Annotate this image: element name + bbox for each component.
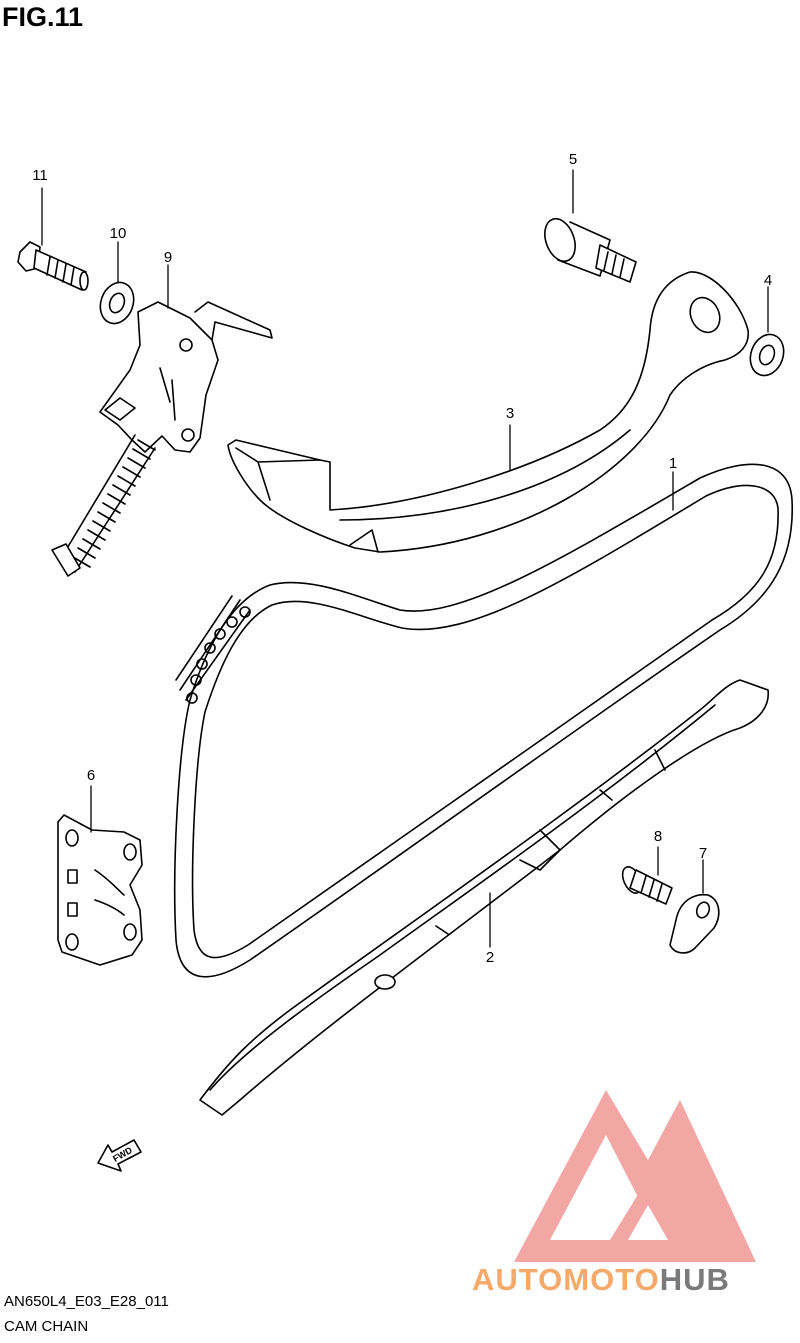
washer-part-10 [99, 281, 135, 325]
tensioner-adjuster-part-9 [51, 301, 273, 577]
washer-part-4 [749, 333, 785, 377]
callout-2: 2 [486, 949, 494, 966]
callout-10: 10 [110, 225, 127, 242]
guide-plate-part-6 [57, 814, 143, 966]
callout-3: 3 [506, 405, 514, 422]
diagram-caption: CAM CHAIN [4, 1318, 89, 1335]
tensioner-spring [59, 434, 156, 573]
lock-plate-part-7 [669, 893, 720, 954]
chain-guide-part-2 [199, 679, 769, 1116]
flange-bolt-part-11 [17, 241, 89, 291]
watermark-logo [514, 1090, 756, 1262]
watermark-text-part-a: AUTOMOTO [472, 1262, 660, 1297]
callout-9: 9 [164, 249, 172, 266]
watermark-text: AUTOMOTOHUB [472, 1262, 730, 1298]
model-code: AN650L4_E03_E28_011 [4, 1293, 169, 1310]
callout-numbers: 1 2 3 4 5 6 7 8 9 10 11 [32, 151, 772, 966]
callout-4: 4 [764, 272, 772, 289]
screw-part-8 [621, 866, 673, 905]
callout-6: 6 [87, 767, 95, 784]
chain-links-detail [175, 595, 251, 704]
forward-direction-arrow [97, 1139, 142, 1172]
callout-1: 1 [669, 455, 677, 472]
figure-title: FIG.11 [2, 2, 84, 32]
leader-lines [41, 169, 769, 948]
cam-chain-part-1 [173, 463, 793, 978]
callout-11: 11 [32, 167, 48, 184]
callout-5: 5 [569, 151, 577, 168]
callout-7: 7 [699, 845, 707, 862]
watermark-text-part-b: HUB [659, 1262, 730, 1297]
callout-8: 8 [654, 828, 662, 845]
chain-tensioner-arm-part-3 [227, 271, 750, 553]
pivot-bolt-part-5 [544, 217, 637, 283]
